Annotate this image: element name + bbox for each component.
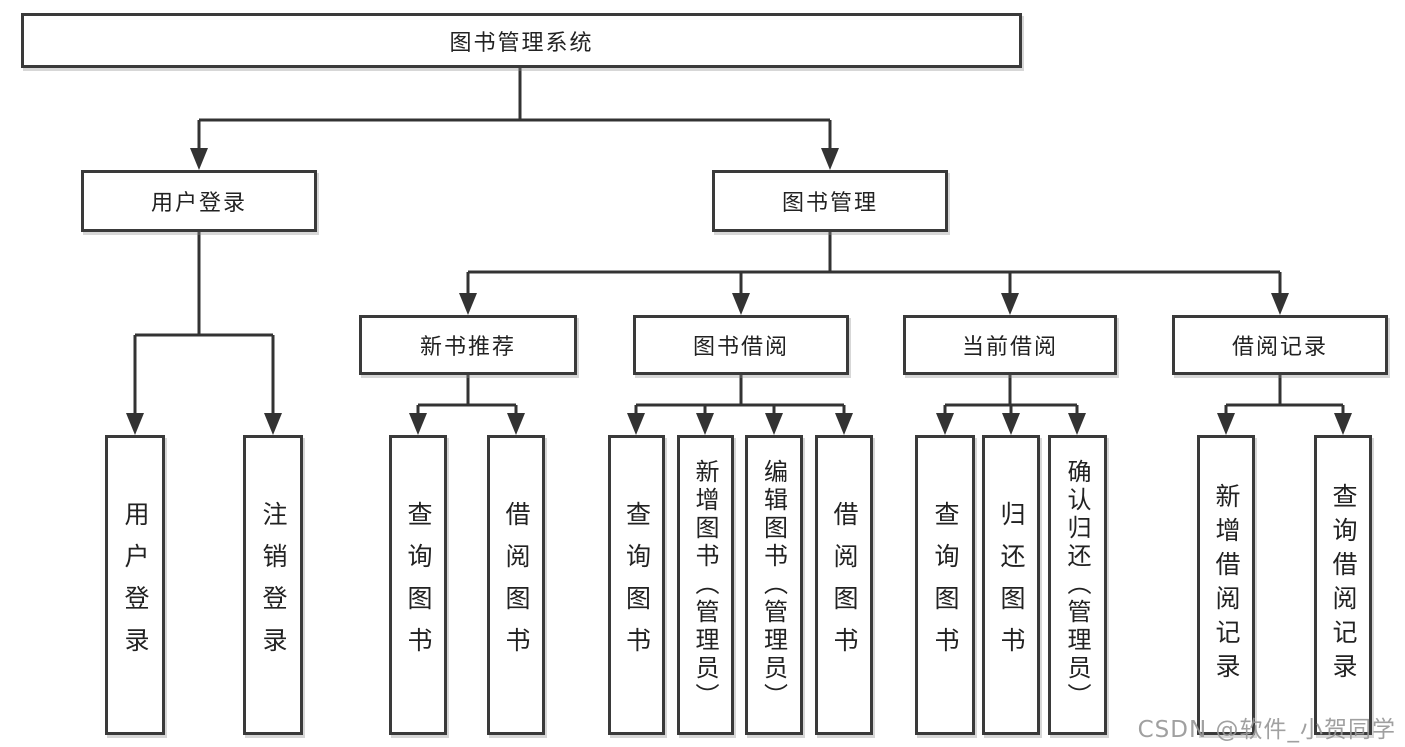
arrowhead [835, 413, 853, 435]
leaf-query-books-recommend: 查询图书 [389, 435, 447, 735]
node-root-label: 图书管理系统 [449, 30, 594, 56]
node-label: 图书管理 [781, 191, 878, 216]
node-label: 用户登录 [150, 191, 247, 216]
arrowhead [126, 413, 144, 435]
arrowhead [1001, 293, 1019, 315]
leaf-label: 注销登录 [259, 501, 288, 669]
leaf-label: 查询图书 [404, 501, 433, 669]
node-user-login-branch: 用户登录 [81, 170, 317, 232]
arrowhead [765, 413, 783, 435]
leaf-borrow-books-recommend: 借阅图书 [487, 435, 545, 735]
arrowhead [1217, 413, 1235, 435]
arrowheads [126, 148, 1352, 435]
arrowhead [409, 413, 427, 435]
node-label: 借阅记录 [1231, 335, 1328, 360]
arrowhead [821, 148, 839, 170]
leaf-label: 编辑图书（管理员） [759, 459, 788, 711]
leaf-edit-book-admin: 编辑图书（管理员） [745, 435, 803, 735]
leaf-borrow-books: 借阅图书 [815, 435, 873, 735]
leaf-label: 用户登录 [121, 501, 150, 669]
leaf-label: 查询借阅记录 [1329, 483, 1358, 687]
leaf-query-books-borrow: 查询图书 [608, 435, 665, 735]
arrowhead [459, 293, 477, 315]
leaf-query-borrow-record: 查询借阅记录 [1314, 435, 1372, 735]
arrowhead [1002, 413, 1020, 435]
leaf-add-book-admin: 新增图书（管理员） [677, 435, 734, 735]
leaf-label: 新增借阅记录 [1212, 483, 1241, 687]
arrowhead [936, 413, 954, 435]
arrowhead [507, 413, 525, 435]
node-borrowing-records: 借阅记录 [1172, 315, 1388, 375]
arrowhead [1271, 293, 1289, 315]
node-book-management-branch: 图书管理 [712, 170, 948, 232]
leaf-label: 借阅图书 [502, 501, 531, 669]
node-label: 图书借阅 [692, 335, 789, 360]
arrowhead [696, 413, 714, 435]
node-current-borrowing: 当前借阅 [903, 315, 1117, 375]
node-new-book-recommend: 新书推荐 [359, 315, 577, 375]
leaf-return-book: 归还图书 [982, 435, 1040, 735]
leaf-label: 借阅图书 [830, 501, 859, 669]
csdn-watermark: CSDN @软件_小贺同学 [1137, 717, 1396, 743]
arrowhead [627, 413, 645, 435]
node-label: 当前借阅 [961, 335, 1058, 360]
arrowhead [190, 148, 208, 170]
arrowhead [1334, 413, 1352, 435]
leaf-query-books-current: 查询图书 [915, 435, 975, 735]
leaf-logout: 注销登录 [243, 435, 303, 735]
arrowhead [732, 293, 750, 315]
arrowhead [1068, 413, 1086, 435]
leaf-label: 确认归还（管理员） [1063, 459, 1091, 711]
leaf-confirm-return-admin: 确认归还（管理员） [1048, 435, 1107, 735]
node-root-library-system: 图书管理系统 [21, 13, 1022, 68]
connector-lines [133, 68, 1345, 419]
leaf-label: 归还图书 [997, 501, 1026, 669]
leaf-label: 新增图书（管理员） [691, 459, 719, 711]
leaf-add-borrow-record: 新增借阅记录 [1197, 435, 1255, 735]
leaf-label: 查询图书 [622, 501, 652, 669]
leaf-label: 查询图书 [931, 501, 960, 669]
leaf-user-login: 用户登录 [105, 435, 165, 735]
node-label: 新书推荐 [419, 335, 516, 360]
arrowhead [264, 413, 282, 435]
node-book-borrowing: 图书借阅 [633, 315, 849, 375]
